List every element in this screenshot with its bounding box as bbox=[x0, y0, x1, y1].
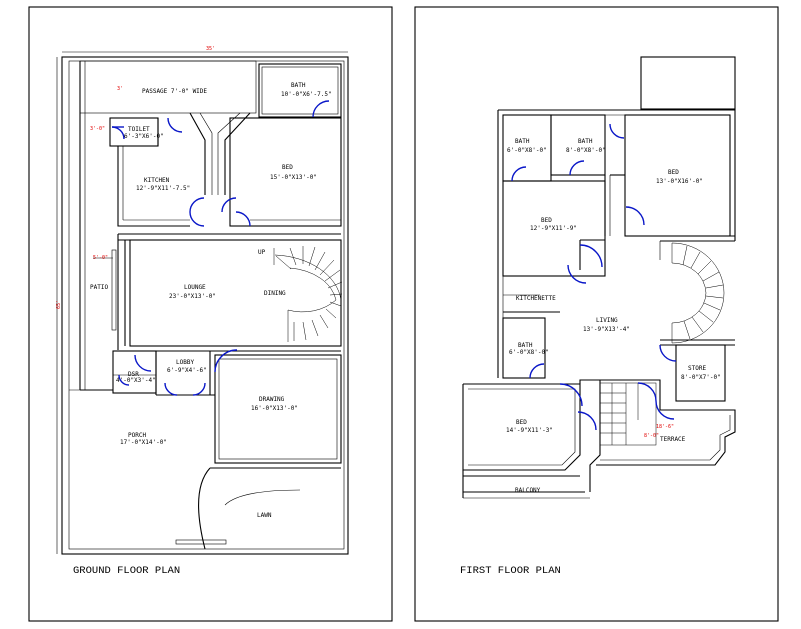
living-label: LIVING bbox=[596, 317, 618, 324]
ff-bath-1-dim: 6'-0"X8'-0" bbox=[507, 147, 547, 154]
ff-bed-3-label: BED bbox=[516, 419, 527, 426]
gf-mark-2: 3'-0" bbox=[90, 126, 105, 132]
gf-bed-label: BED bbox=[282, 164, 293, 171]
ff-bath-1-label: BATH bbox=[515, 138, 530, 145]
drawing-label: DRAWING bbox=[259, 396, 285, 403]
lawn-label: LAWN bbox=[257, 512, 272, 519]
first-floor-plan: BATH 6'-0"X8'-0" BATH 8'-0"X8'-0" BED 13… bbox=[460, 56, 736, 577]
ff-mark-2: 8'-0" bbox=[644, 433, 659, 439]
lobby-dim: 6'-9"X4'-6" bbox=[167, 367, 207, 374]
kitchenette-label: KITCHENETTE bbox=[516, 295, 556, 302]
first-floor-sheet-frame bbox=[414, 6, 779, 622]
dsr-dim: 4'-0"X3'-4" bbox=[116, 377, 156, 384]
toilet-label: TOILET bbox=[128, 126, 150, 133]
ground-spiral-stair bbox=[273, 246, 343, 342]
kitchen-dim: 12'-9"X11'-7.5" bbox=[136, 185, 190, 192]
gf-top-width-mark: 35' bbox=[206, 46, 215, 52]
ff-bed-1-label: BED bbox=[668, 169, 679, 176]
porch-dim: 17'-0"X14'-0" bbox=[120, 439, 167, 446]
first-floor-doors bbox=[511, 123, 677, 431]
ff-bed-2-dim: 12'-9"X11'-9" bbox=[530, 225, 577, 232]
passage-label: PASSAGE 7'-0" WIDE bbox=[142, 88, 207, 95]
dsr-label: DSR bbox=[128, 371, 139, 378]
dining-label: DINING bbox=[264, 290, 286, 297]
terrace-label: TERRACE bbox=[660, 436, 686, 443]
store-label: STORE bbox=[688, 365, 706, 372]
gf-bath-label: BATH bbox=[291, 82, 306, 89]
ground-floor-sheet-frame bbox=[28, 6, 393, 622]
ff-bath-3-label: BATH bbox=[518, 342, 533, 349]
gf-mark-1: 3' bbox=[117, 86, 123, 92]
ff-bed-2-label: BED bbox=[541, 217, 552, 224]
ff-bath-2-label: BATH bbox=[578, 138, 593, 145]
stair-up-label: UP bbox=[258, 249, 266, 256]
ff-mark-1: 18'-6" bbox=[656, 424, 674, 430]
ground-floor-plan: PASSAGE 7'-0" WIDE BATH 10'-0"X6'-7.5" T… bbox=[56, 46, 349, 577]
lounge-label: LOUNGE bbox=[184, 284, 206, 291]
patio-label: PATIO bbox=[90, 284, 108, 291]
ff-bed-1-dim: 13'-0"X16'-0" bbox=[656, 178, 703, 185]
first-floor-spiral-stair bbox=[671, 242, 725, 344]
living-dim: 13'-9"X13'-4" bbox=[583, 326, 630, 333]
gf-left-depth-mark: 65' bbox=[56, 300, 62, 309]
kitchen-label: KITCHEN bbox=[144, 177, 170, 184]
gf-bed-dim: 15'-0"X13'-0" bbox=[270, 174, 317, 181]
lounge-dim: 23'-0"X13'-0" bbox=[169, 293, 216, 300]
toilet-dim: 6'-3"X6'-0" bbox=[124, 133, 164, 140]
ff-bed-3-dim: 14'-9"X11'-3" bbox=[506, 427, 553, 434]
porch-label: PORCH bbox=[128, 432, 146, 439]
drawing-dim: 16'-0"X13'-0" bbox=[251, 405, 298, 412]
lobby-label: LOBBY bbox=[176, 359, 194, 366]
ff-bath-2-dim: 8'-0"X8'-0" bbox=[566, 147, 606, 154]
ff-bath-3-dim: 6'-0"X8'-0" bbox=[509, 349, 549, 356]
gf-mark-3: 5'-0" bbox=[93, 255, 108, 261]
ground-floor-doors bbox=[111, 100, 330, 396]
ground-floor-plan-title: GROUND FLOOR PLAN bbox=[73, 565, 180, 577]
gf-bath-dim: 10'-0"X6'-7.5" bbox=[281, 91, 332, 98]
first-floor-stair bbox=[599, 382, 657, 446]
balcony-label: BALCONY bbox=[515, 487, 541, 494]
first-floor-plan-title: FIRST FLOOR PLAN bbox=[460, 565, 561, 577]
store-dim: 8'-0"X7'-0" bbox=[681, 374, 721, 381]
